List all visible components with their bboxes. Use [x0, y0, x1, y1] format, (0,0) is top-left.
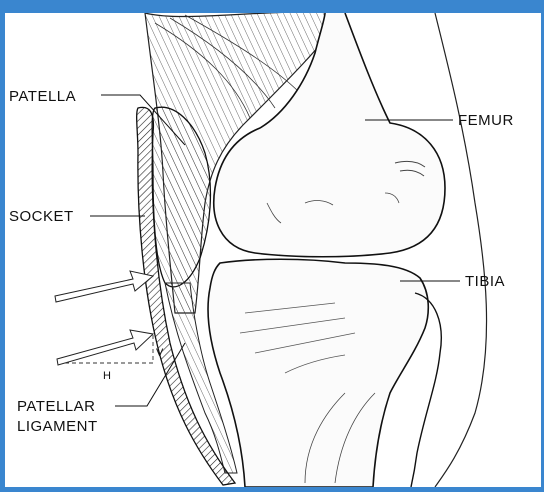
label-ligament: LIGAMENT [17, 418, 98, 435]
knee-diagram: PATELLA FEMUR SOCKET TIBIA V H PATELLAR … [5, 13, 541, 487]
force-arrow-upper [55, 271, 153, 302]
label-h: H [103, 370, 111, 382]
label-femur: FEMUR [458, 112, 514, 129]
force-arrow-lower [57, 330, 153, 365]
label-patellar: PATELLAR [17, 398, 95, 415]
label-patella: PATELLA [9, 88, 76, 105]
label-v: V [156, 347, 164, 359]
knee-illustration: PATELLA FEMUR SOCKET TIBIA V H PATELLAR … [5, 13, 541, 487]
tibia-bone [208, 259, 441, 487]
label-socket: SOCKET [9, 208, 74, 225]
leg-outline [435, 13, 487, 487]
label-tibia: TIBIA [465, 273, 505, 290]
